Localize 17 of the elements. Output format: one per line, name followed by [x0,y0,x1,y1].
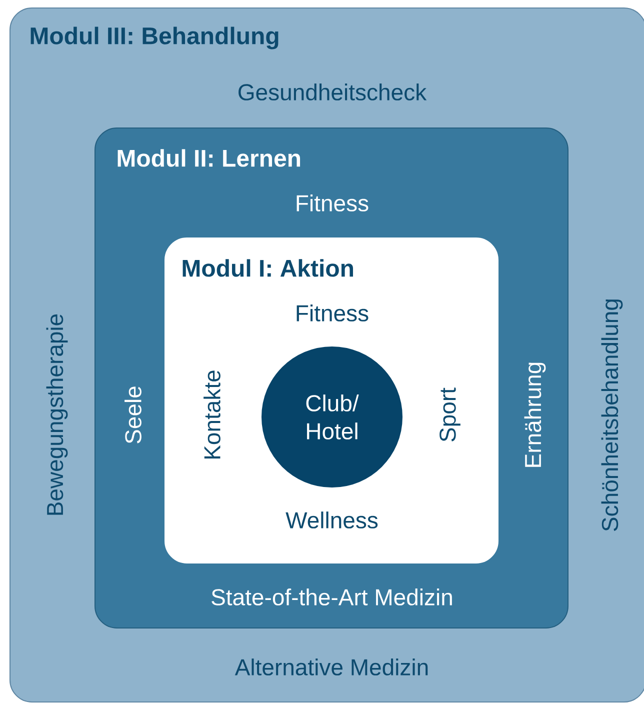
module-heading: Modul I: Aktion [182,259,353,277]
topic-label: Kontakte [204,370,220,458]
module-heading: Modul II: Lernen [118,149,300,167]
topic-label: Fitness [296,304,368,322]
topic-label: Schönheitsbehandlung [601,300,623,531]
topic-label: Sport [440,388,460,442]
topic-label: State-of-the-Art Medizin [212,588,452,606]
hub-circle [262,346,402,488]
topic-label: Wellness [286,512,378,528]
module-heading: Modul III: Behandlung [30,26,278,50]
topic-label: Gesundheitscheck [238,84,427,100]
center-label: Club/ Hotel [306,394,359,440]
topic-label: Alternative Medizin [234,658,428,676]
topic-label: Fitness [296,194,368,212]
topic-label: Ernährung [524,362,546,467]
topic-label: Seele [124,386,142,444]
topic-label: Bewegungstherapie [46,314,68,515]
